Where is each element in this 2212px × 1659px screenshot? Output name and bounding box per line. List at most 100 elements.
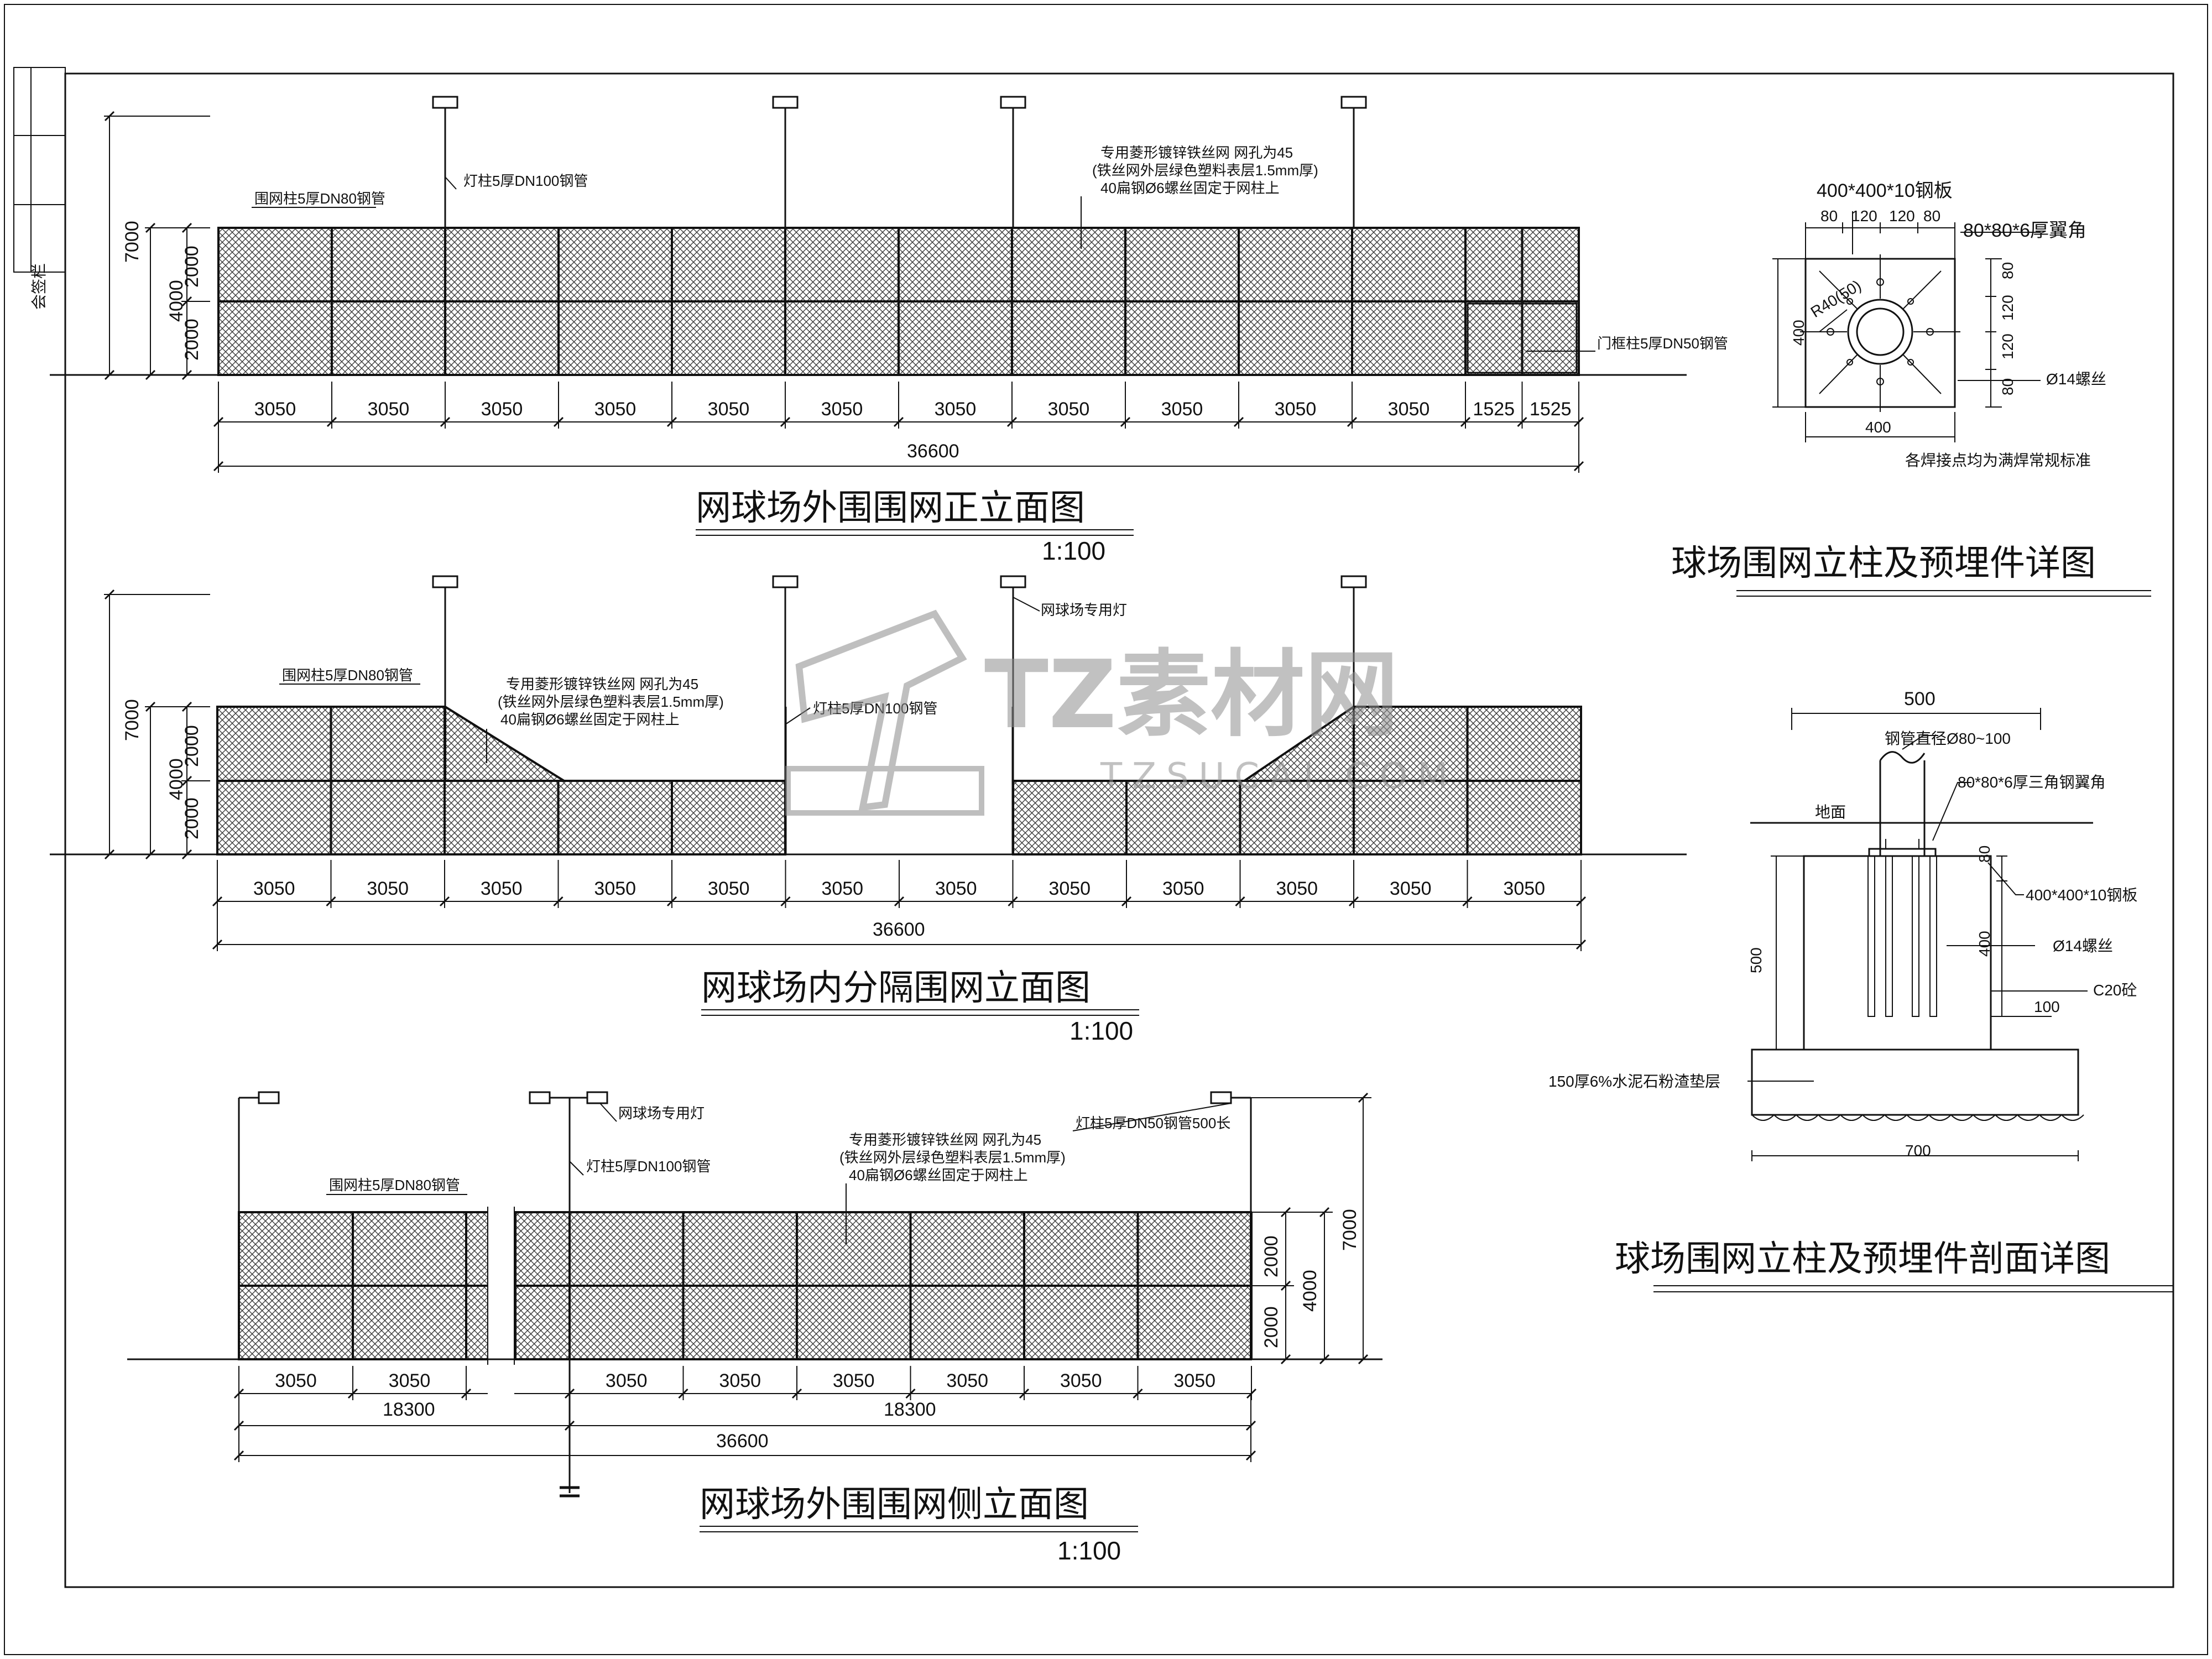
side-label-mesh-1: 专用菱形镀锌铁丝网 网孔为45 [849, 1131, 1041, 1148]
post-note: 各焊接点均为满焊常规标准 [1905, 452, 2091, 469]
inner-spacing-10: 3050 [1390, 878, 1432, 899]
side-lamp-3-icon [1210, 1091, 1232, 1104]
watermark: TZ素材网 TZSUCAI.COM [785, 609, 1458, 816]
section-d80: 80 [1976, 846, 1993, 863]
section-concrete-label: C20砼 [2093, 982, 2137, 999]
front-light-post-3-lamp-icon [1340, 96, 1367, 109]
inner-scale: 1:100 [1070, 1016, 1133, 1045]
side-spacing-right-1: 3050 [719, 1370, 761, 1391]
inner-spacing-4: 3050 [708, 878, 750, 899]
inner-spacing-0: 3050 [253, 878, 295, 899]
front-spacing-12: 1525 [1530, 399, 1572, 420]
inner-label-mesh-2: (铁丝网外层绿色塑料表层1.5mm厚) [498, 693, 724, 710]
front-spacing-8: 3050 [1161, 399, 1203, 420]
side-label-light: 灯柱5厚DN100钢管 [586, 1158, 711, 1175]
post-dim-top-4: 80 [1923, 207, 1940, 225]
post-angle-label: 80*80*6厚翼角 [1963, 220, 2086, 241]
front-light-post-1-lamp-icon [772, 96, 799, 109]
post-dim-right-4: 80 [1999, 378, 2016, 395]
signature-block: 会签栏 [13, 67, 66, 310]
steel-pipe [1879, 760, 1926, 856]
front-spacing-7: 3050 [1048, 399, 1090, 420]
post-size-h: 400 [1865, 419, 1891, 436]
front-spacing-1: 3050 [368, 399, 410, 420]
front-height-total: 7000 [122, 221, 143, 263]
post-radius-label: R40(50) [1808, 276, 1864, 321]
section-width-bottom: 700 [1905, 1142, 1931, 1159]
outer-frame [4, 4, 2208, 1655]
inner-label-mesh-3: 40扁钢Ø6螺丝固定于网柱上 [500, 711, 680, 728]
inner-light-post-1-lamp-icon [772, 575, 799, 588]
section-angle-label: 80*80*6厚三角钢翼角 [1958, 774, 2106, 791]
side-spacing-left-0: 3050 [275, 1370, 317, 1391]
front-title: 网球场外围围网正立面图 [696, 488, 1085, 528]
front-door [1467, 302, 1578, 374]
section-d100: 100 [2034, 998, 2060, 1015]
section-d400: 400 [1976, 931, 1993, 957]
section-detail: 500 钢管直径Ø80~100 80*80*6厚三角钢翼角 地面 400*400… [1548, 688, 2173, 1292]
pipe-outer [1847, 299, 1913, 365]
inner-spacing-6: 3050 [935, 878, 977, 899]
section-width-top: 500 [1904, 688, 1936, 709]
front-label-post: 围网柱5厚DN80钢管 [254, 190, 385, 207]
section-title-underline [1653, 1285, 2173, 1292]
bolt-holes [1827, 278, 1934, 385]
post-dim-top-2: 120 [1851, 207, 1877, 225]
front-scale: 1:100 [1042, 536, 1105, 565]
side-label: 会签栏 [30, 263, 48, 310]
front-light-post-0-lamp-icon [432, 96, 458, 109]
post-dim-top-3: 120 [1889, 207, 1915, 225]
watermark-url: TZSUCAI.COM [1100, 756, 1458, 797]
front-spacing-2: 3050 [481, 399, 523, 420]
front-spacing-10: 3050 [1388, 399, 1430, 420]
inner-light-post-2-lamp-icon [1000, 575, 1026, 588]
side-label-mesh-3: 40扁钢Ø6螺丝固定于网柱上 [849, 1167, 1028, 1183]
side-height-upper: 2000 [1261, 1235, 1282, 1277]
front-label-door: 门框柱5厚DN50钢管 [1597, 335, 1728, 352]
watermark-brand: TZ素材网 [984, 640, 1399, 750]
front-label-mesh-3: 40扁钢Ø6螺丝固定于网柱上 [1100, 180, 1280, 196]
section-depth: 500 [1747, 947, 1765, 973]
inner-frame [64, 72, 2174, 1588]
side-label-lamp-arm: 灯柱5厚DN50钢管500长 [1076, 1115, 1230, 1131]
side-scale: 1:100 [1057, 1536, 1121, 1565]
side-lamp-0-icon [258, 1091, 280, 1104]
section-plate-label: 400*400*10钢板 [2026, 886, 2137, 904]
front-spacing-5: 3050 [821, 399, 863, 420]
side-label-lamp: 网球场专用灯 [618, 1105, 705, 1121]
post-bolt-label: Ø14螺丝 [2046, 371, 2106, 388]
side-height-mesh: 4000 [1300, 1270, 1321, 1312]
inner-light-post-0-lamp-icon [432, 575, 458, 588]
front-height-lower: 2000 [181, 319, 202, 361]
side-half-left: 18300 [383, 1399, 435, 1420]
side-lamp-1-icon [529, 1091, 551, 1104]
inner-spacing-3: 3050 [594, 878, 636, 899]
side-lamp-2-icon [586, 1091, 608, 1104]
soil-hatch [1751, 1114, 2084, 1121]
side-spacing-right-4: 3050 [1060, 1370, 1102, 1391]
front-spacing-11: 1525 [1473, 399, 1515, 420]
side-total: 36600 [716, 1431, 769, 1452]
inner-height-mesh: 4000 [166, 758, 187, 800]
post-detail-title: 球场围网立柱及预埋件详图 [1671, 543, 2096, 583]
front-spacing-4: 3050 [708, 399, 750, 420]
side-spacing-right-0: 3050 [606, 1370, 648, 1391]
inner-light-post-3-lamp-icon [1340, 575, 1367, 588]
side-spacing-right-5: 3050 [1173, 1370, 1215, 1391]
front-height-upper: 2000 [181, 246, 202, 288]
front-label-mesh-2: (铁丝网外层绿色塑料表层1.5mm厚) [1092, 162, 1318, 179]
side-height-total: 7000 [1339, 1209, 1360, 1251]
post-title-underline [1736, 590, 2151, 597]
concrete-block [1803, 855, 1992, 1051]
front-label-light: 灯柱5厚DN100钢管 [463, 173, 588, 189]
inner-label-lamp: 网球场专用灯 [1041, 602, 1127, 618]
post-dim-top-1: 80 [1820, 207, 1838, 225]
side-break-gap [488, 1207, 514, 1365]
inner-height-upper: 2000 [181, 725, 202, 767]
post-plate-label: 400*400*10钢板 [1817, 180, 1953, 201]
inner-height-total: 7000 [122, 699, 143, 741]
inner-label-post: 围网柱5厚DN80钢管 [282, 667, 413, 684]
